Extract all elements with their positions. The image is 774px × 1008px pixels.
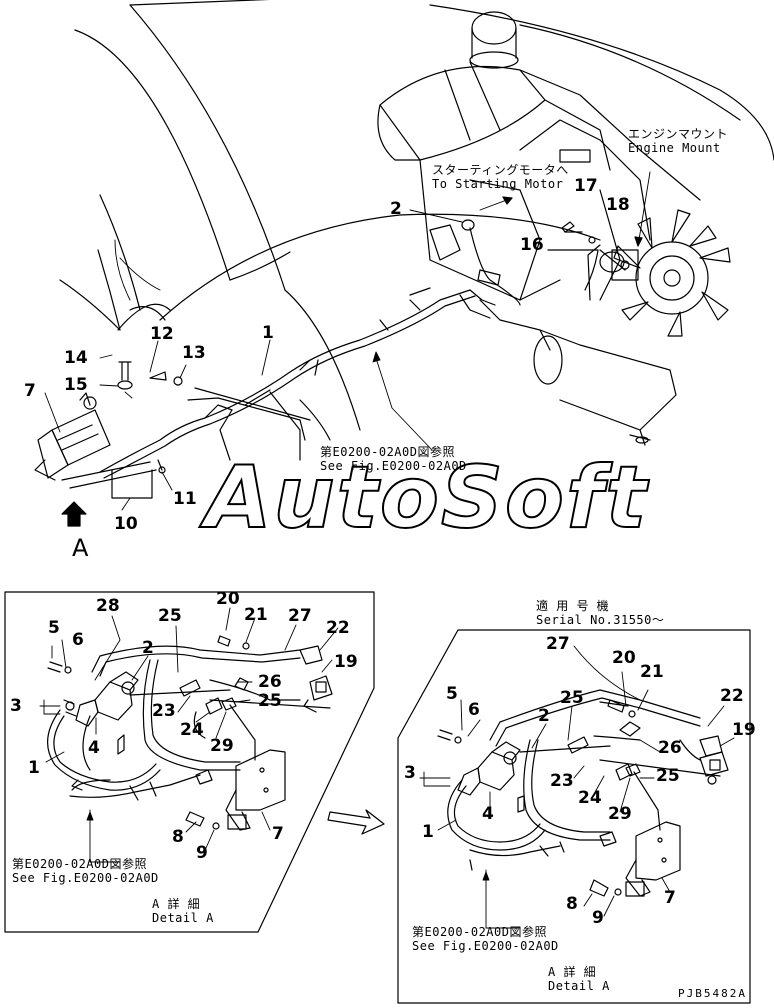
callout-7: 7 (24, 381, 36, 401)
callout-22: 22 (326, 618, 350, 638)
callout-17: 17 (574, 176, 598, 196)
detail-right-drawing (437, 689, 729, 897)
callout-1: 1 (262, 323, 274, 343)
serial-note: 適 用 号 機 Serial No.31550～ (536, 599, 665, 628)
callout-24: 24 (578, 788, 602, 808)
see-fig-left-note: 第E0200-02A0D図参照 See Fig.E0200-02A0D (12, 857, 159, 886)
detail-left-en: Detail A (152, 910, 214, 925)
callout-20: 20 (612, 648, 636, 668)
callout-25: 25 (158, 606, 182, 626)
detail-right-en: Detail A (548, 978, 610, 993)
see-fig-left-en: See Fig.E0200-02A0D (12, 870, 159, 885)
callout-2: 2 (142, 638, 154, 658)
starting-motor-en: To Starting Motor (432, 176, 564, 191)
bracket-assembly-top (34, 361, 183, 499)
serial-en: Serial No.31550～ (536, 612, 665, 627)
callout-2: 2 (390, 199, 402, 219)
callout-23: 23 (152, 701, 176, 721)
detail-right-caption: A 詳 細 Detail A (548, 965, 610, 994)
callout-6: 6 (468, 700, 480, 720)
starting-motor-jp: スターティングモータへ (432, 163, 569, 177)
callout-4: 4 (88, 738, 100, 758)
see-fig-main-jp: 第E0200-02A0D図参照 (320, 445, 455, 459)
callout-19: 19 (732, 720, 756, 740)
callout-25: 25 (656, 766, 680, 786)
callout-1: 1 (28, 758, 40, 778)
callout-24: 24 (180, 720, 204, 740)
callout-27: 27 (288, 606, 312, 626)
view-arrow-icon (61, 501, 87, 527)
callout-19: 19 (334, 652, 358, 672)
callout-14: 14 (64, 348, 88, 368)
see-fig-main-note: 第E0200-02A0D図参照 See Fig.E0200-02A0D (320, 445, 467, 474)
see-fig-main-en: See Fig.E0200-02A0D (320, 458, 467, 473)
main-harness (99, 287, 496, 479)
callout-5: 5 (446, 684, 458, 704)
callout-15: 15 (64, 375, 88, 395)
view-label: A (72, 534, 89, 562)
callout-1: 1 (422, 822, 434, 842)
callout-8: 8 (566, 894, 578, 914)
callout-13: 13 (182, 343, 206, 363)
see-fig-left-jp: 第E0200-02A0D図参照 (12, 857, 147, 871)
detail-frame-right (397, 629, 751, 1004)
engine-mount-note: エンジンマウント Engine Mount (628, 127, 729, 156)
engine-mount-en: Engine Mount (628, 140, 721, 155)
detail-leaders (39, 607, 735, 929)
callout-26: 26 (658, 738, 682, 758)
see-fig-right-jp: 第E0200-02A0D図参照 (412, 925, 547, 939)
callout-5: 5 (48, 618, 60, 638)
transition-arrow-icon (327, 809, 385, 835)
callout-9: 9 (196, 843, 208, 863)
callout-12: 12 (150, 324, 174, 344)
callout-7: 7 (664, 888, 676, 908)
cab-outline (59, 0, 601, 431)
callout-20: 20 (216, 589, 240, 609)
callout-29: 29 (608, 804, 632, 824)
callout-22: 22 (720, 686, 744, 706)
callout-21: 21 (640, 662, 664, 682)
detail-right-jp: A 詳 細 (548, 965, 597, 979)
hood-outline (429, 4, 774, 161)
drawing-code: PJB5482A (678, 987, 747, 1000)
callout-2: 2 (538, 706, 550, 726)
callout-6: 6 (72, 630, 84, 650)
top-leaders (409, 171, 651, 306)
starting-motor-note: スターティングモータへ To Starting Motor (432, 163, 569, 192)
callout-26: 26 (258, 672, 282, 692)
callout-11: 11 (173, 489, 197, 509)
engine-assembly (377, 11, 731, 446)
callout-28: 28 (96, 596, 120, 616)
callout-21: 21 (244, 605, 268, 625)
callout-10: 10 (114, 514, 138, 534)
callout-16: 16 (520, 235, 544, 255)
detail-frame-left (4, 591, 375, 933)
callout-29: 29 (210, 736, 234, 756)
callout-25: 25 (560, 688, 584, 708)
callout-23: 23 (550, 771, 574, 791)
detail-left-caption: A 詳 細 Detail A (152, 897, 214, 926)
callout-9: 9 (592, 908, 604, 928)
callout-7: 7 (272, 824, 284, 844)
callout-3: 3 (404, 763, 416, 783)
callout-4: 4 (482, 804, 494, 824)
callout-8: 8 (172, 827, 184, 847)
top-leaders-2 (44, 239, 433, 511)
callout-3: 3 (10, 696, 22, 716)
callout-25: 25 (258, 691, 282, 711)
see-fig-right-en: See Fig.E0200-02A0D (412, 938, 559, 953)
watermark: AutoSoft (204, 448, 649, 548)
serial-jp: 適 用 号 機 (536, 599, 610, 613)
callout-27: 27 (546, 634, 570, 654)
detail-left-drawing (47, 635, 333, 831)
see-fig-right-note: 第E0200-02A0D図参照 See Fig.E0200-02A0D (412, 925, 559, 954)
engine-mount-jp: エンジンマウント (628, 127, 729, 141)
callout-18: 18 (606, 195, 630, 215)
detail-left-jp: A 詳 細 (152, 897, 201, 911)
